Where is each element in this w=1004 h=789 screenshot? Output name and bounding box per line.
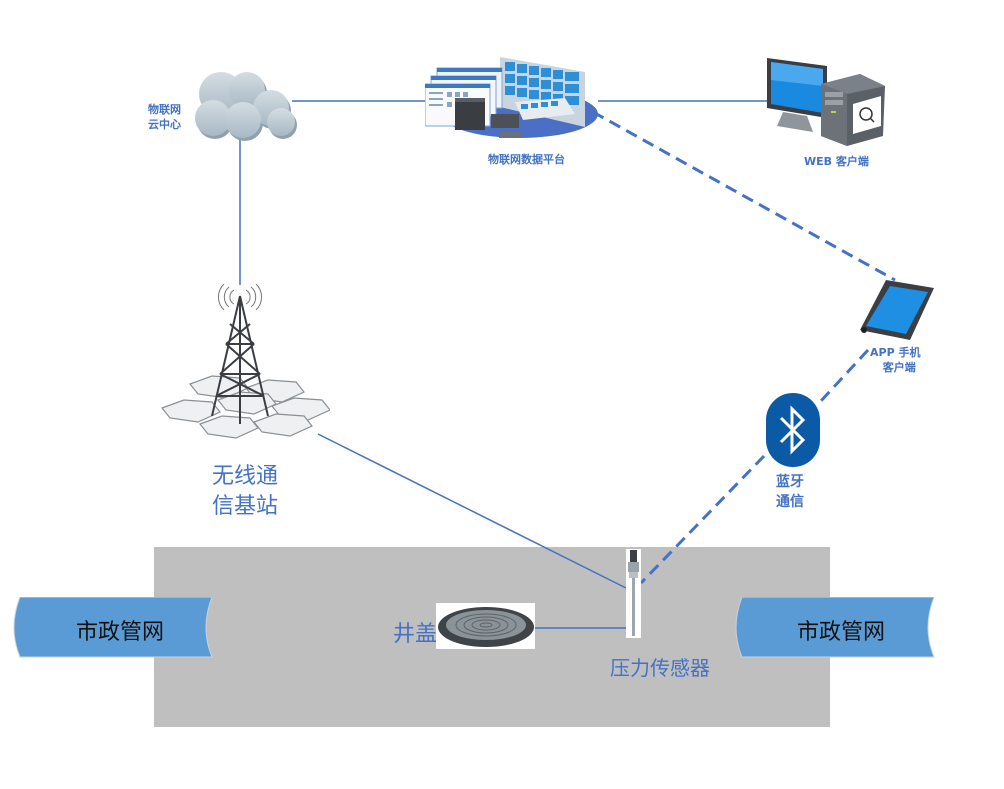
manhole-cover-label: 井盖 bbox=[393, 622, 438, 647]
bluetooth-label: 蓝牙 通信 bbox=[776, 472, 804, 512]
bluetooth-label-line1: 蓝牙 bbox=[776, 474, 804, 490]
web-client-node[interactable] bbox=[765, 56, 890, 151]
pipe-right-label: 市政管网 bbox=[797, 620, 886, 645]
pressure-sensor-icon bbox=[628, 550, 639, 636]
cloud-label-line2: 云中心 bbox=[148, 118, 181, 131]
app-client-node[interactable] bbox=[856, 278, 938, 344]
manhole-cover-icon bbox=[438, 607, 534, 647]
platform-node[interactable] bbox=[425, 52, 600, 142]
app-client-label: APP 手机 客户端 bbox=[870, 345, 920, 375]
bluetooth-label-line2: 通信 bbox=[776, 494, 804, 510]
cloud-label-line1: 物联网 bbox=[148, 103, 181, 116]
smartphone-icon bbox=[860, 280, 934, 340]
platform-label: 物联网数据平台 bbox=[488, 153, 565, 166]
pipe-right bbox=[734, 597, 936, 659]
pipe-left bbox=[12, 597, 214, 659]
connection-app-bluetooth bbox=[818, 348, 870, 404]
base-station-label: 无线通 信基站 bbox=[212, 462, 278, 522]
cloud-label: 物联网 云中心 bbox=[148, 102, 181, 132]
manhole-cover-node[interactable] bbox=[436, 603, 535, 649]
bluetooth-node[interactable] bbox=[765, 392, 821, 468]
bluetooth-icon bbox=[766, 393, 820, 467]
base-station-label-line1: 无线通 bbox=[212, 464, 279, 489]
connection-platform-app bbox=[592, 110, 896, 282]
pressure-sensor-node[interactable] bbox=[626, 549, 641, 638]
base-station-node[interactable] bbox=[150, 284, 330, 454]
cloud-icon bbox=[195, 72, 297, 141]
base-station-label-line2: 信基站 bbox=[212, 494, 279, 519]
connection-bluetooth-sensor bbox=[639, 454, 766, 585]
data-platform-icon bbox=[425, 57, 598, 138]
cloud-node[interactable] bbox=[183, 66, 303, 144]
pipe-left-label: 市政管网 bbox=[76, 620, 165, 645]
app-client-label-line2: 客户端 bbox=[882, 361, 916, 374]
radio-tower-icon bbox=[161, 284, 330, 439]
pressure-sensor-label: 压力传感器 bbox=[610, 656, 710, 680]
connection-basestation-sensor bbox=[317, 433, 627, 589]
app-client-label-line1: APP 手机 bbox=[870, 346, 921, 359]
pipe-left-shape bbox=[13, 597, 213, 658]
desktop-computer-icon bbox=[767, 58, 885, 146]
web-client-label: WEB 客户端 bbox=[804, 155, 869, 168]
pipe-right-shape bbox=[735, 597, 935, 658]
